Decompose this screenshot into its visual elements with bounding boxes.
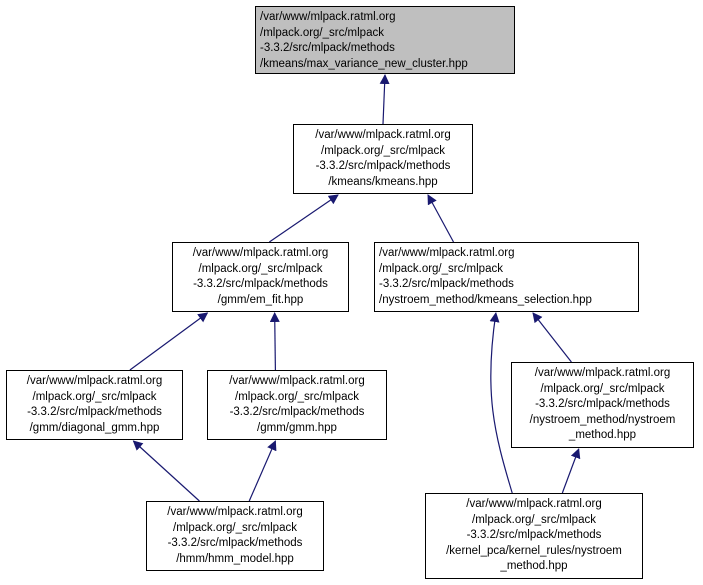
node-nystroem-method[interactable]: /var/www/mlpack.ratml.org /mlpack.org/_s… (511, 362, 694, 448)
node-text-line: /var/www/mlpack.ratml.org (167, 506, 303, 518)
node-text-line: -3.3.2/src/mlpack/methods (260, 42, 395, 54)
node-text-line: /kmeans/kmeans.hpp (328, 175, 438, 188)
node-text-line: _method.hpp (500, 560, 568, 572)
node-text-line: /kernel_pca/kernel_rules/nystroem (446, 544, 622, 557)
edge-kmeans-to-max_variance (379, 74, 390, 125)
node-text-line: /mlpack.org/_src/mlpack (540, 382, 665, 395)
node-text-line: /nystroem_method/nystroem (529, 413, 676, 426)
node-text-line: /var/www/mlpack.ratml.org (379, 247, 515, 259)
edge-gmm-to-em_fit (269, 312, 280, 371)
node-text-line: /var/www/mlpack.ratml.org (534, 367, 671, 379)
node-text-line: /gmm/em_fit.hpp (217, 293, 304, 306)
node-text-line: -3.3.2/src/mlpack/methods (193, 278, 328, 290)
node-text-line: /mlpack.org/_src/mlpack (379, 262, 503, 275)
node-text-line: /gmm/diagonal_gmm.hpp (29, 421, 160, 434)
node-text-line: /mlpack.org/_src/mlpack (173, 521, 297, 534)
node-text-line: /mlpack.org/_src/mlpack (321, 144, 445, 157)
node-diagonal-gmm[interactable]: /var/www/mlpack.ratml.org /mlpack.org/_s… (6, 370, 183, 440)
node-text-line: /mlpack.org/_src/mlpack (235, 390, 359, 403)
node-text-line: _method.hpp (568, 429, 637, 441)
node-text-line: -3.3.2/src/mlpack/methods (229, 406, 365, 418)
node-text-line: -3.3.2/src/mlpack/methods (27, 406, 162, 418)
node-max-variance-new-cluster[interactable]: /var/www/mlpack.ratml.org /mlpack.org/_s… (255, 6, 515, 74)
edge-hmm_model-to-gmm (248, 440, 277, 502)
node-text-line: -3.3.2/src/mlpack/methods (379, 278, 514, 290)
edge-kmeans_selection-to-kmeans (427, 194, 455, 243)
node-text-line: -3.3.2/src/mlpack/methods (466, 529, 602, 541)
node-text-line: /var/www/mlpack.ratml.org (315, 129, 451, 141)
node-text-line: -3.3.2/src/mlpack/methods (167, 537, 303, 549)
node-kernel-rules-nystroem-method[interactable]: /var/www/mlpack.ratml.org /mlpack.org/_s… (425, 493, 643, 579)
node-text-line: /mlpack.org/_src/mlpack (32, 390, 157, 403)
edge-nystroem_method-to-kmeans_selection (532, 312, 572, 363)
node-text-line: /gmm/gmm.hpp (257, 421, 337, 434)
node-hmm-model[interactable]: /var/www/mlpack.ratml.org /mlpack.org/_s… (146, 501, 324, 571)
node-text-line: /mlpack.org/_src/mlpack (472, 513, 596, 526)
node-em-fit[interactable]: /var/www/mlpack.ratml.org /mlpack.org/_s… (172, 242, 349, 312)
node-text-line: /kmeans/max_variance_new_cluster.hpp (260, 57, 468, 70)
node-text-line: /var/www/mlpack.ratml.org (229, 375, 365, 387)
node-kmeans-selection[interactable]: /var/www/mlpack.ratml.org /mlpack.org/_s… (374, 242, 639, 312)
node-gmm[interactable]: /var/www/mlpack.ratml.org /mlpack.org/_s… (207, 370, 387, 440)
node-text-line: /mlpack.org/_src/mlpack (260, 26, 384, 39)
node-text-line: -3.3.2/src/mlpack/methods (315, 160, 451, 172)
node-text-line: /hmm/hmm_model.hpp (176, 552, 294, 565)
node-text-line: /var/www/mlpack.ratml.org (26, 375, 163, 387)
node-kmeans[interactable]: /var/www/mlpack.ratml.org /mlpack.org/_s… (293, 124, 473, 194)
edge-kernel_nystroem-to-kmeans_selection (489, 312, 513, 494)
node-text-line: /var/www/mlpack.ratml.org (466, 498, 602, 510)
node-text-line: /mlpack.org/_src/mlpack (198, 262, 323, 275)
edge-diagonal_gmm-to-em_fit (129, 312, 209, 371)
edge-hmm_model-to-diagonal_gmm (132, 440, 200, 502)
node-text-line: /var/www/mlpack.ratml.org (260, 11, 396, 23)
edge-em_fit-to-kmeans (269, 194, 339, 243)
node-text-line: /nystroem_method/kmeans_selection.hpp (379, 293, 592, 306)
edge-kernel_nystroem-to-nystroem_method (561, 448, 581, 494)
node-text-line: -3.3.2/src/mlpack/methods (535, 398, 670, 410)
node-text-line: /var/www/mlpack.ratml.org (192, 247, 329, 259)
